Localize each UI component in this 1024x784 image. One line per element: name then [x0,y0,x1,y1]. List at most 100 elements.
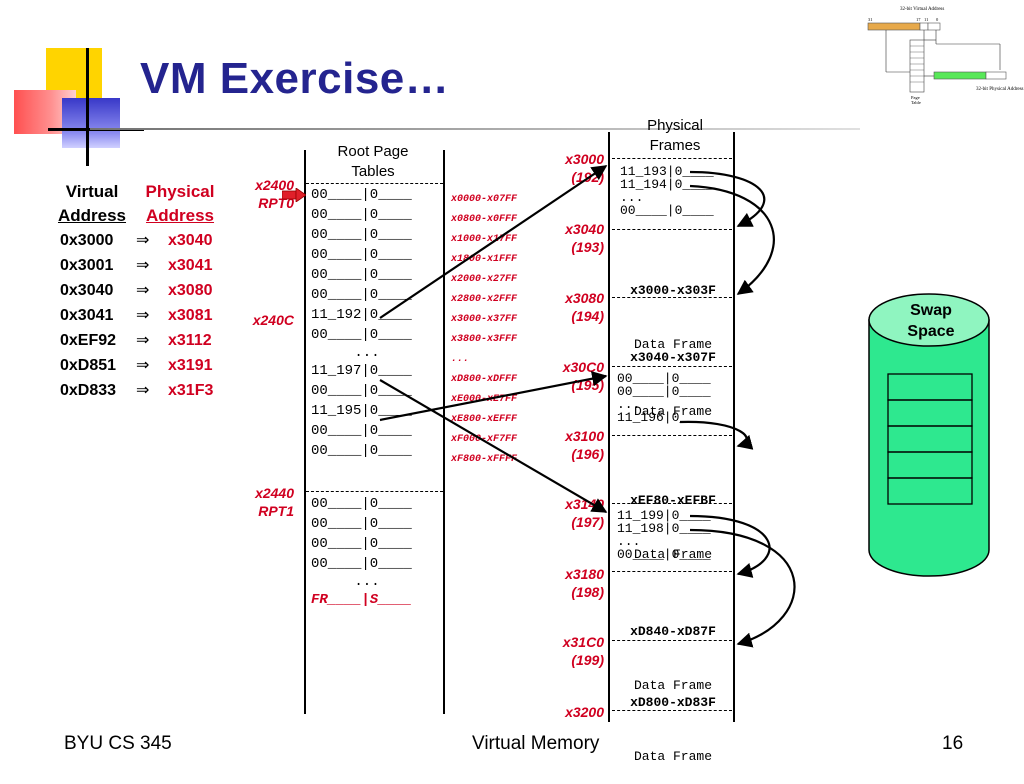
virtual-address: 0xD833 [60,382,117,399]
frame-number: (195) [571,377,604,393]
thumb-page-table [909,39,925,93]
thumb-offset-field2 [927,22,941,31]
rpt-entry: 00____|0____ [311,287,412,303]
red-arrow-head [295,187,307,203]
frame-197-contents: 11_199|0____ 11_198|0____ ... 00____|0__… [617,509,729,561]
physical-frames-header: Physical Frames [620,116,730,156]
frame-address: x3080 [565,290,604,306]
red-arrow-shaft [281,190,297,200]
rpt-entry: 00____|0____ [311,443,412,459]
logo [14,48,144,168]
rpt-header-line2: Tables [351,163,395,180]
rpt-ellipsis: ... [354,345,380,361]
rpt-entry: 00____|0____ [311,516,412,532]
frame-range: xEF80-xEFBF [630,493,716,508]
frame-label: x3000 (192) [548,150,604,186]
frame-range: xD800-xD83F [630,695,716,710]
frame-194-contents: x3040-x307F Data Frame [612,313,734,439]
logo-vertical-line [86,48,89,166]
address-row: 0xD851 ⇒ x3191 [60,353,230,378]
swap-slot [887,477,973,505]
thumb-bit17: 17 [916,17,921,22]
rpt0-address-label: x2400 RPT0 [238,176,294,212]
physical-address: x3040 [168,232,213,249]
red-arrow-icon [281,187,307,203]
physical-address: x3080 [168,282,213,299]
rpt-entry: 00____|0____ [311,187,412,203]
frame-divider [612,710,732,711]
rpt-entry: 00____|0____ [311,327,412,343]
frame-address: x3000 [565,151,604,167]
rpt0-pointer-arrow [281,187,307,207]
frame-195-contents: 00____|0____ 00____|0____ ... 11_196|0__… [617,372,729,424]
rpt-entry: 00____|0____ [311,556,412,572]
frame-entry: 00____|0____ [620,203,714,218]
rpt-entry: 00____|0____ [311,383,412,399]
range-label: xE800-xEFFF [451,414,518,425]
frame-divider [612,503,732,504]
swap-label-line1: Swap [910,302,952,319]
title-underline [90,128,860,130]
address-rows: 0x3000 ⇒ x3040 0x3001 ⇒ x3041 0x3040 ⇒ x… [60,228,230,403]
frame-range: x3000-x303F [630,283,716,298]
virtual-header-line1: Virtual [65,182,119,201]
physical-header-line2: Address [145,206,215,225]
thumb-page-label: Page [911,95,920,100]
frame-entry: 00____|0____ [617,547,711,562]
virtual-address: 0xD851 [60,357,117,374]
virtual-address: 0x3041 [60,307,114,324]
thumb-orange-field [867,22,921,31]
frame-kind: Data Frame [633,337,712,352]
frame-number: (193) [571,239,604,255]
frame-number: (199) [571,652,604,668]
frame-label: x3100 (196) [548,427,604,463]
range-label: x1000-x17FF [451,234,518,245]
range-label: x3800-x3FFF [451,334,518,345]
frame-192-contents: 11_193|0____ 11_194|0____ ... 00____|0__… [620,165,732,217]
virtual-address-header: Virtual Address [56,180,128,228]
virtual-header-line2: Address [57,206,127,225]
address-row: 0x3040 ⇒ x3080 [60,278,230,303]
rpt-entry: 00____|0____ [311,207,412,223]
physical-address: x3081 [168,307,213,324]
x2400-label: x2400 [255,177,294,193]
x240c-label: x240C [252,312,294,328]
pf-left-border [608,132,610,722]
virtual-address: 0x3000 [60,232,114,249]
physical-address: x31F3 [168,382,214,399]
frame-number: (197) [571,514,604,530]
arrow-icon: ⇒ [136,357,150,374]
arrow-icon: ⇒ [136,282,150,299]
frame-number: (192) [571,169,604,185]
arrow-icon: ⇒ [136,307,150,324]
frame-address: x3140 [565,496,604,512]
thumb-virtual-label: 32-bit Virtual Address [900,7,944,12]
root-page-tables-header: Root Page Tables [318,142,428,182]
frame-divider [612,366,732,367]
thumb-physical-label: 32-bit Physical Address [976,87,1024,92]
frame-label: x3080 (194) [548,289,604,325]
swap-cylinder-top [868,293,990,347]
swap-space-cylinder [868,293,990,577]
frame-address: x3180 [565,566,604,582]
frame-address: x3040 [565,221,604,237]
rpt-entry-format: FR____|S____ [311,592,412,608]
frame-label: x3180 (198) [548,565,604,601]
rpt-entry: 00____|0____ [311,267,412,283]
address-translation-thumbnail: 32-bit Virtual Address 31 17 11 0 32-bit… [867,7,1024,105]
frame-entry: 11_199|0____ [617,508,711,523]
range-label: x2000-x27FF [451,274,518,285]
frame-kind: Data Frame [633,404,712,419]
physical-header-line1: Physical [145,182,215,201]
frame-divider [612,297,732,298]
footer-topic: Virtual Memory [472,733,600,754]
frame-entry: 11_198|0____ [617,521,711,536]
thumb-green-field [933,71,987,80]
thumb-table-label: Table [911,100,921,105]
footer-course: BYU CS 345 [64,733,172,754]
rpt0-entries: 00____|0____ 00____|0____ 00____|0____ 0… [311,185,443,461]
physical-address-header: Physical Address [142,180,218,228]
rpt-header-line1: Root Page [337,143,409,160]
address-row: 0x3041 ⇒ x3081 [60,303,230,328]
frame-divider [612,640,732,641]
